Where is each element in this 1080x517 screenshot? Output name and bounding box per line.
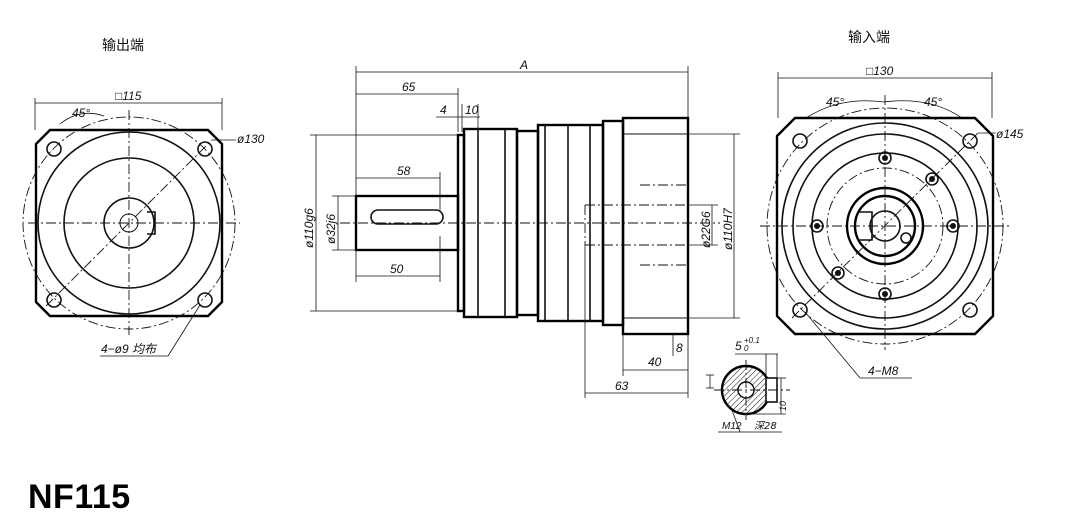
dim-10: 10	[465, 103, 479, 117]
dim-d110h7: ø110H7	[721, 207, 735, 250]
shaft-keyway	[370, 209, 444, 225]
input-mount-holes	[792, 133, 978, 318]
dim-8: 8	[676, 341, 683, 355]
key-tol-lower: 0	[744, 344, 749, 353]
dim-50: 50	[390, 262, 404, 276]
input-thread-label: 4−M8	[868, 364, 899, 378]
input-angle-right: 45°	[924, 95, 942, 109]
key-width-label: 5	[735, 339, 742, 353]
dim-40: 40	[648, 355, 662, 369]
output-angle-label: 45°	[72, 106, 90, 120]
input-adapter-body	[621, 116, 690, 336]
dim-d32j6: ø32j6	[324, 214, 338, 244]
thread-depth-label: 深28	[754, 420, 777, 432]
dim-d22g6: ø22G6	[699, 211, 713, 248]
output-pcd-label: ø130	[237, 132, 265, 146]
dim-4: 4	[440, 103, 447, 117]
input-end-title: 输入端	[848, 30, 890, 46]
dim-d110g6: ø110g6	[302, 208, 316, 248]
input-pcd-label: ø145	[996, 127, 1024, 141]
output-flange-outline	[34, 128, 224, 318]
dim-63: 63	[615, 379, 629, 393]
input-angle-left: 45°	[826, 95, 844, 109]
output-end-title: 输出端	[102, 38, 144, 54]
dim-65: 65	[402, 80, 416, 94]
input-flange-outline	[775, 116, 995, 336]
shaft-section: 5 +0.1 0 10 M12 深28	[706, 336, 790, 433]
output-end-view: 输出端 □115 45° ø130 4−ø9 均布	[22, 38, 265, 357]
key-tol-upper: +0.1	[744, 336, 760, 345]
thread-label: M12	[722, 421, 742, 432]
output-holes-label: 4−ø9 均布	[101, 342, 158, 356]
dim-total-length: A	[519, 58, 528, 72]
input-square-label: □130	[866, 64, 894, 78]
side-view: A 65 4 10 58 50 ø110g6 ø32j6	[302, 58, 740, 398]
dim-58: 58	[397, 164, 411, 178]
input-end-view: 输入端 □130 45° 45°	[760, 30, 1024, 379]
output-square-label: □115	[115, 89, 142, 103]
model-name: NF115	[28, 478, 131, 516]
output-mount-holes	[46, 141, 213, 308]
key-depth-label: 10	[778, 401, 788, 411]
